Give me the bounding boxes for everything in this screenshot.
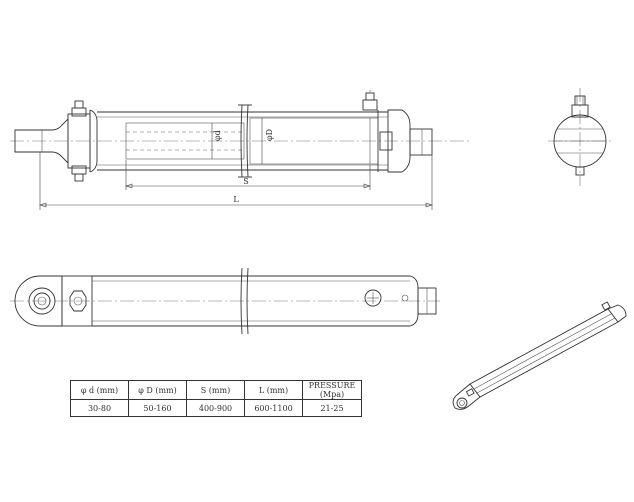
- label-length: L: [233, 195, 239, 204]
- header-length: L (mm): [244, 380, 303, 400]
- plan-view: [10, 267, 440, 335]
- header-rod-diameter: φ d (mm): [70, 380, 129, 400]
- label-bore-diameter: φD: [265, 129, 274, 141]
- value-stroke: 400-900: [186, 399, 245, 417]
- header-pressure: PRESSURE (Mpa): [302, 380, 362, 400]
- front-section-view: φd φD S L: [10, 90, 470, 210]
- spec-table-header-row: φ d (mm) φ D (mm) S (mm) L (mm) PRESSURE…: [70, 380, 362, 400]
- header-bore-diameter: φ D (mm): [128, 380, 187, 400]
- value-bore-diameter: 50-160: [128, 399, 187, 417]
- header-stroke: S (mm): [186, 380, 245, 400]
- value-length: 600-1100: [244, 399, 303, 417]
- value-pressure: 21-25: [302, 399, 362, 417]
- end-view: [548, 88, 612, 186]
- value-rod-diameter: 30-80: [70, 399, 129, 417]
- isometric-view: [452, 301, 627, 410]
- label-stroke: S: [243, 177, 248, 186]
- label-rod-diameter: φd: [213, 130, 222, 141]
- spec-table: φ d (mm) φ D (mm) S (mm) L (mm) PRESSURE…: [70, 380, 362, 417]
- spec-table-value-row: 30-80 50-160 400-900 600-1100 21-25: [70, 399, 362, 417]
